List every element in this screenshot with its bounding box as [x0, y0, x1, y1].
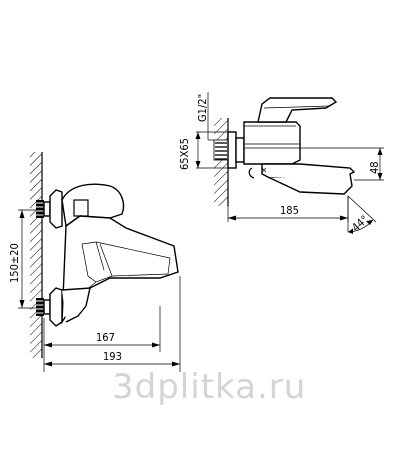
dim-side-thread-label: G1/2"	[196, 94, 209, 122]
side-handle	[257, 97, 338, 123]
dim-front-outer-label: 193	[103, 350, 122, 363]
watermark-text: 3dplitka.ru	[112, 367, 306, 407]
side-thread	[213, 139, 229, 161]
dim-side-height-label: 48	[368, 161, 381, 174]
dim-side-flange-label: 65X65	[178, 138, 191, 170]
side-body	[243, 121, 301, 165]
upper-connector	[36, 189, 63, 229]
front-lower-body	[61, 287, 91, 323]
dim-front-height-label: 150±20	[8, 243, 21, 283]
front-view: 150±20 167 193	[8, 152, 181, 372]
side-wall-hatch	[214, 118, 228, 206]
side-view: G1/2" 65X65 48 185	[178, 92, 384, 234]
dim-front-inner	[43, 306, 161, 372]
side-escutcheon	[227, 131, 237, 169]
dim-front-inner-label: 167	[96, 331, 115, 344]
dim-side-height	[300, 147, 384, 181]
dim-side-reach-label: 185	[280, 204, 299, 217]
front-wall-hatch	[30, 152, 42, 358]
dim-front-outer	[44, 276, 181, 372]
dim-side-flange	[195, 131, 228, 169]
dim-side-angle	[347, 195, 377, 234]
lower-connector	[36, 287, 63, 327]
dim-front-height	[18, 209, 36, 309]
